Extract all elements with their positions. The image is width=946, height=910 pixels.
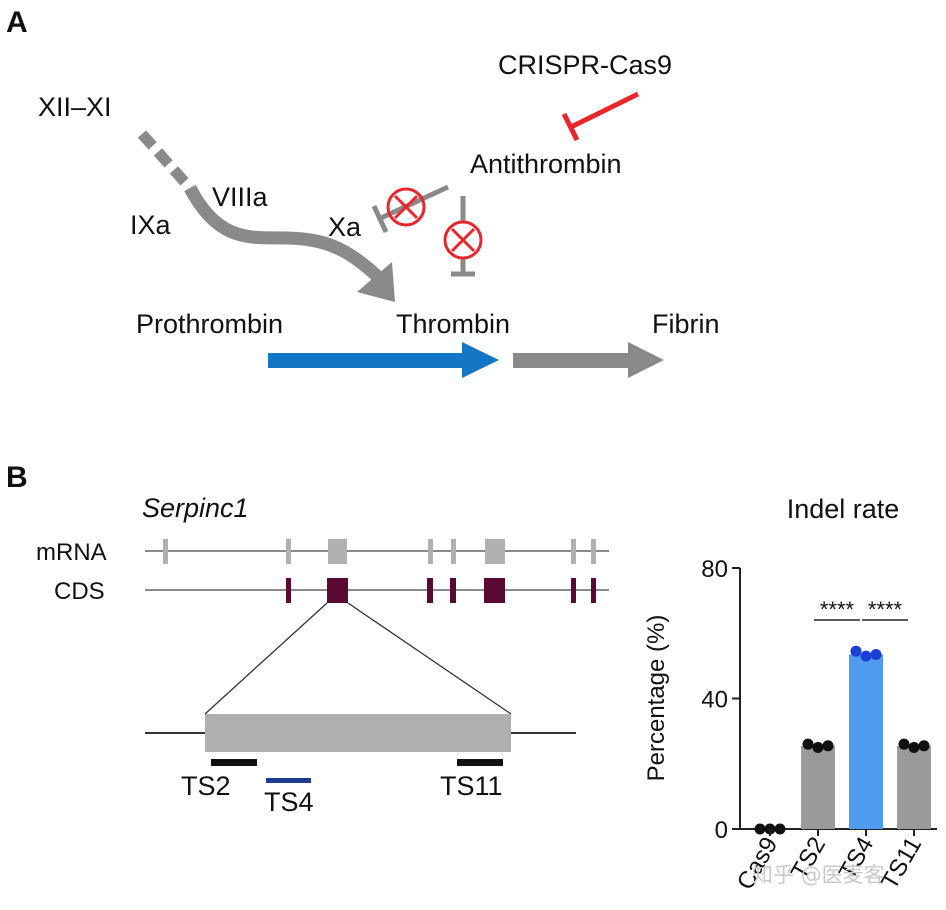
y-tick-label: 80 — [701, 556, 728, 583]
panel-a-label: A — [6, 6, 28, 39]
zoom-line-right — [347, 602, 512, 715]
ts4-target-bar — [266, 778, 311, 783]
fibrin-label: Fibrin — [652, 309, 720, 339]
ts4-label: TS4 — [264, 787, 314, 817]
cds-track — [145, 578, 609, 603]
significance-label: **** — [868, 597, 903, 622]
thrombin-label: Thrombin — [396, 309, 510, 339]
zoom-line-left — [204, 602, 328, 715]
ts2-target-bar — [211, 759, 257, 766]
gene-name: Serpinc1 — [142, 493, 249, 523]
blocked-x-icon — [386, 187, 426, 227]
prothrombin-label: Prothrombin — [136, 309, 283, 339]
data-point — [822, 740, 834, 752]
bar-ts2 — [801, 745, 835, 829]
crispr-inhibition-line — [561, 91, 640, 142]
data-point — [870, 648, 882, 660]
data-point — [812, 741, 824, 753]
thrombin-fibrin-arrow — [513, 342, 664, 378]
cds-label: CDS — [54, 578, 105, 605]
data-point — [802, 738, 814, 750]
data-point — [860, 650, 872, 662]
ixa-label: IXa — [130, 210, 172, 240]
watermark: 知乎 @医麦客 — [752, 863, 885, 887]
data-point — [774, 823, 786, 835]
prothrombin-thrombin-arrow — [268, 342, 499, 378]
chart-title: Indel rate — [787, 494, 900, 524]
cascade-curved-arrow — [184, 184, 383, 282]
blocked-x-icon — [443, 220, 483, 260]
ts2-label: TS2 — [181, 771, 231, 801]
bar-ts11 — [897, 745, 931, 829]
data-point — [850, 645, 862, 657]
y-tick-label: 0 — [715, 817, 728, 844]
panel-b-label: B — [6, 461, 28, 494]
y-axis-label: Percentage (%) — [643, 615, 670, 782]
xa-label: Xa — [328, 212, 362, 242]
antithrombin-label: Antithrombin — [470, 149, 622, 179]
mrna-track — [145, 539, 609, 564]
mrna-label: mRNA — [36, 539, 107, 566]
bar-ts4 — [849, 654, 883, 829]
xii-xi-label: XII–XI — [38, 92, 112, 122]
data-point — [754, 823, 766, 835]
antithrombin-xa-inhibition — [371, 184, 450, 234]
viiia-label: VIIIa — [212, 182, 269, 212]
cascade-dashed-segment — [137, 130, 195, 192]
zoomed-exon — [145, 714, 576, 752]
ts11-label: TS11 — [440, 771, 503, 801]
data-point — [908, 741, 920, 753]
ts11-target-bar — [457, 759, 503, 766]
significance-label: **** — [820, 597, 855, 622]
data-point — [918, 740, 930, 752]
cascade-arrowhead — [357, 262, 395, 302]
y-tick-label: 40 — [701, 687, 728, 714]
crispr-cas9-label: CRISPR-Cas9 — [498, 50, 672, 80]
data-point — [898, 738, 910, 750]
